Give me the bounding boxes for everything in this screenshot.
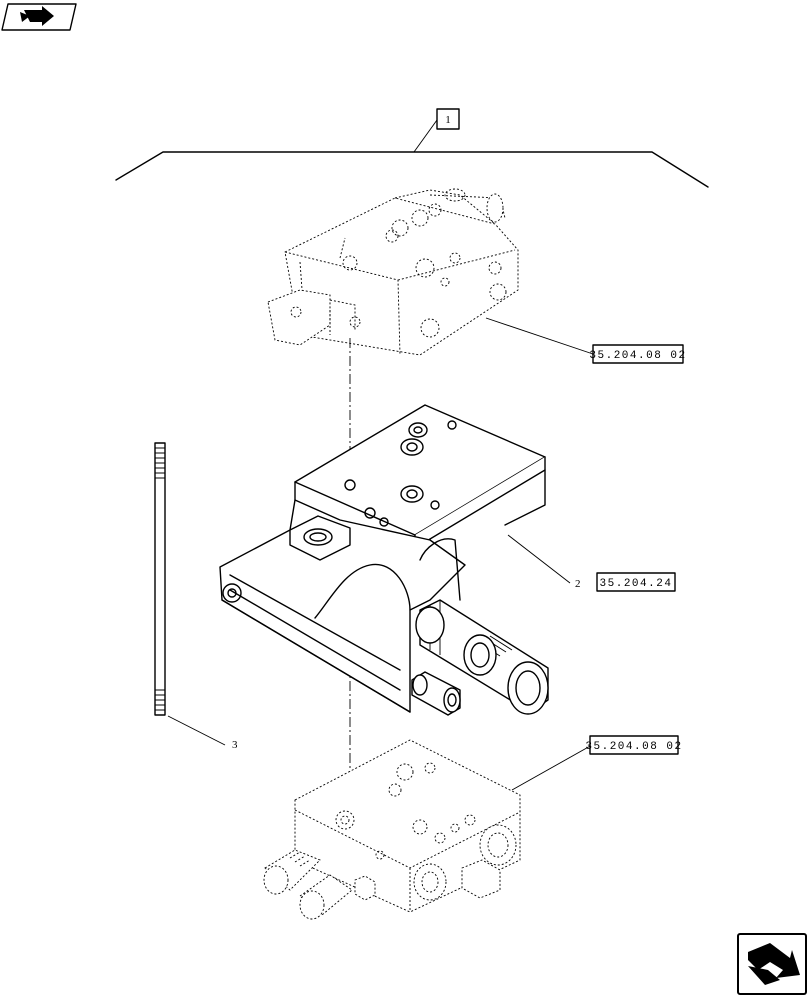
valve-mounting-bracket (219, 404, 549, 716)
bracket-callout: 2 35.204.24 (507, 534, 676, 592)
bracket-item-number: 2 (575, 578, 581, 590)
upper-valve-callout: 35.204.08 02 (485, 317, 686, 364)
upper-control-valve (267, 188, 519, 356)
bracket-reference: 35.204.24 (600, 578, 673, 590)
next-page-arrow-icon[interactable] (737, 933, 807, 995)
upper-valve-reference: 35.204.08 02 (589, 350, 686, 362)
stud-rod: 3 (154, 442, 238, 751)
stud-item-number: 3 (232, 739, 238, 751)
small-hydraulic-fitting (411, 671, 461, 716)
assembly-item-number: 1 (445, 114, 451, 126)
assembly-callout: 1 (115, 108, 709, 188)
large-hydraulic-coupling (415, 599, 549, 715)
book-arrow-icon[interactable] (1, 3, 77, 31)
lower-valve-reference: 35.204.08 02 (585, 741, 682, 753)
lower-control-valve (263, 739, 521, 920)
lower-valve-callout: 35.204.08 02 (511, 735, 682, 791)
